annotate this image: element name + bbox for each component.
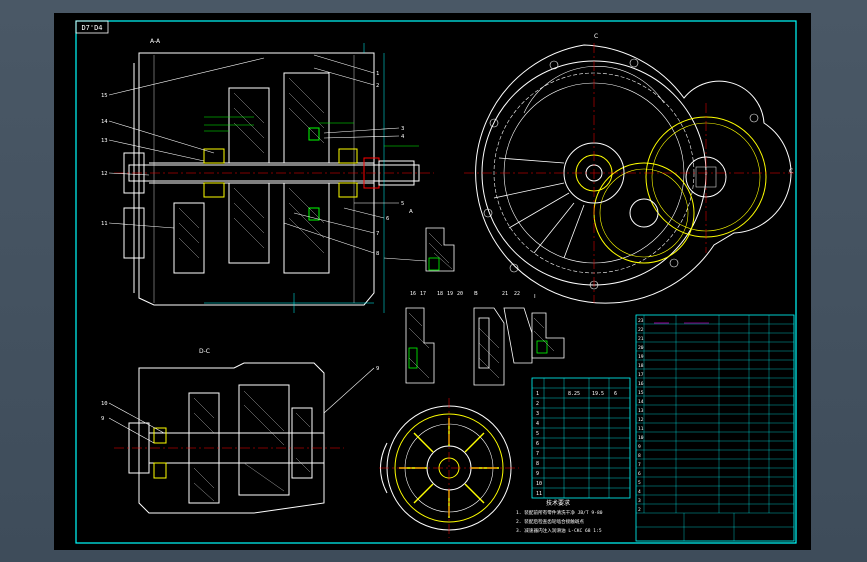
table-cell: 6 [536,441,539,447]
leader-number: 4 [401,134,405,140]
parts-row-number: 19 [638,354,644,360]
parts-row-number: 22 [638,327,644,333]
leader-number: 2 [376,83,379,89]
table-cell: 9 [536,471,539,477]
leader-number: 1 [376,71,379,77]
top-section-view: A-A [114,38,434,313]
parts-row-number: 8 [638,453,641,459]
detail-numbers: 16 17 18 19 20 21 22 [410,291,520,297]
table-cell: 8 [536,461,539,467]
drawing-tag: D7'D4 [81,24,102,32]
table-cell: 5 [536,431,539,437]
leader-number: 3 [401,126,404,132]
parts-row-number: 21 [638,336,644,342]
parts-row-number: 2 [638,507,641,513]
notes-heading: 技术要求 [546,499,570,507]
inner-frame [75,20,797,544]
parts-row-number: 9 [638,444,641,450]
leader-number: 13 [101,138,108,144]
leader-number: 6 [386,216,389,222]
note-line: 1. 装配前所有零件清洗干净 JB/T 9-80 [516,509,603,516]
view-label-detail-c: I [534,294,536,300]
parts-row-number: 14 [638,399,644,405]
view-label-bottom: D-C [199,348,210,355]
leader-number: 12 [101,171,108,177]
table-cell: 19.5 [592,391,604,397]
leader-number: 9 [376,366,379,372]
view-label-detail-a: A [409,209,413,215]
note-line: 2. 装配后检查齿轮啮合接触斑点 [516,518,584,525]
leader-number: 18 [437,291,443,297]
detail-c: I [531,294,565,359]
parts-row-number: 7 [638,462,641,468]
parts-row-number: 5 [638,480,641,486]
table-cell: 4 [536,421,539,427]
leader-number: 22 [514,291,520,297]
detail-b: B [405,291,533,386]
table-cell: 6 [614,391,617,397]
table-cell: 10 [536,481,542,487]
view-label-detail-b: B [474,291,478,297]
parts-row-number: 16 [638,381,644,387]
flange-end-view [379,398,519,538]
leader-number: 5 [401,201,404,207]
parts-row-number: 15 [638,390,644,396]
bottom-section-view: D-C [108,348,375,514]
parameter-table: 1 8.25 19.5 6 2 3 4 5 6 7 8 9 10 11 [531,377,631,499]
parts-row-number: 17 [638,372,644,378]
parts-list: 23 22 21 20 19 18 17 16 15 14 13 12 11 1… [635,314,795,542]
table-cell: 2 [536,401,539,407]
leader-number: 10 [101,401,108,407]
view-label-top: A-A [150,38,161,45]
parts-row-number: 10 [638,435,644,441]
leader-number: 15 [101,93,108,99]
parts-row-number: 11 [638,426,644,432]
leader-numbers-bottom-left: 10 9 9 [101,366,379,422]
leader-number: 17 [420,291,426,297]
parts-row-number: 6 [638,471,641,477]
table-cell: 8.25 [568,391,580,397]
side-view: C C [464,33,794,304]
cad-sheet: D7'D4 A-A [54,13,811,550]
parts-row-number: 13 [638,408,644,414]
leader-number: 7 [376,231,379,237]
table-cell: 7 [536,451,539,457]
leader-number: 14 [101,119,108,125]
tag-box [75,20,109,34]
technical-notes: 技术要求 1. 装配前所有零件清洗干净 JB/T 9-80 2. 装配后检查齿轮… [516,499,603,534]
leader-numbers-top-right: 1 2 3 4 5 6 7 8 [376,71,405,257]
table-cell: 1 [536,391,539,397]
leader-number: 19 [447,291,453,297]
leader-number: 8 [376,251,379,257]
leader-number: 16 [410,291,416,297]
table-cell: 3 [536,411,539,417]
view-label-side: C [594,33,598,40]
assembly-drawing: D7'D4 A-A [75,20,797,544]
leader-number: 9 [101,416,104,422]
fit-annotations [204,116,419,147]
leader-numbers-top-left: 15 14 13 12 11 [101,93,108,227]
parts-row-number: 20 [638,345,644,351]
table-cell: 11 [536,491,542,497]
leader-number: 21 [502,291,508,297]
note-line: 3. 减速器内注入润滑油 L-CKC 68 1:5 [516,527,602,534]
parts-row-number: 3 [638,498,641,504]
detail-a: A [383,209,455,272]
parts-row-number: 18 [638,363,644,369]
leader-number: 11 [101,221,108,227]
parts-row-number: 23 [638,318,644,324]
leader-number: 20 [457,291,463,297]
parts-row-number: 4 [638,489,641,495]
leader-lines-top [108,54,400,254]
parts-row-number: 12 [638,417,644,423]
